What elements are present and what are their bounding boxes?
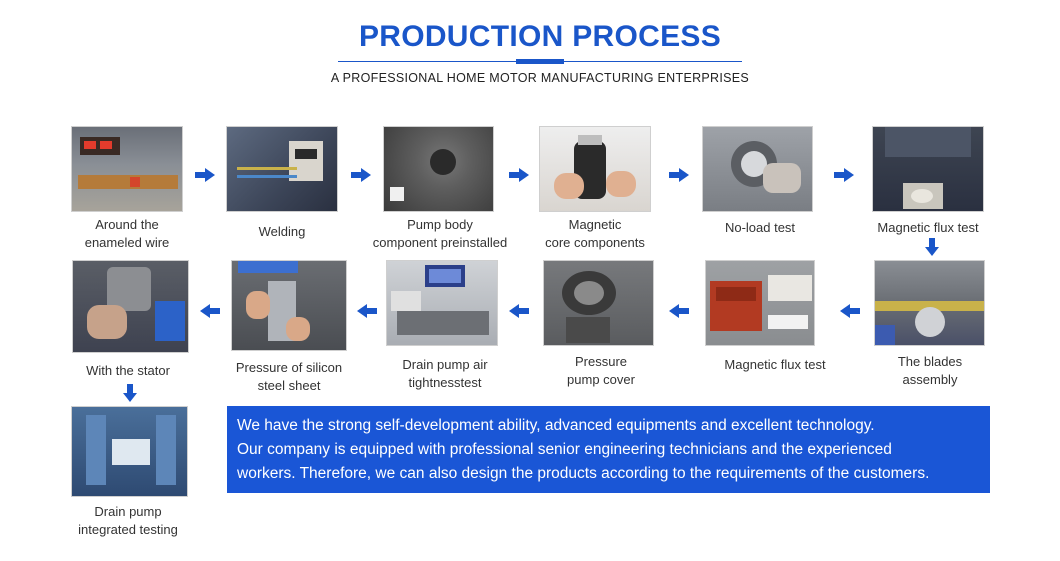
arrow-icon [509,304,529,318]
step-photo-flux-2 [705,260,815,346]
step-photo-no-load [702,126,813,212]
arrow-icon [925,238,939,256]
step-photo-pump-body [383,126,494,212]
arrow-icon [357,304,377,318]
step-photo-winding [71,126,183,212]
info-line: workers. Therefore, we can also design t… [237,465,930,482]
step-photo-air-tightness [386,260,498,346]
step-caption-welding: Welding [258,224,306,239]
step-caption-stator: With the stator [86,363,170,378]
arrow-icon [669,168,689,182]
arrow-icon [840,304,860,318]
step-photo-magnetic-core [539,126,651,212]
step-photo-pump-cover [543,260,654,346]
arrow-icon [195,168,215,182]
step-caption-flux-1: Magnetic flux test [877,220,979,235]
arrow-icon [509,168,529,182]
arrow-icon [669,304,689,318]
step-caption-no-load: No-load test [724,220,796,235]
info-line: We have the strong self-development abil… [237,417,875,434]
info-line: Our company is equipped with professiona… [237,441,892,458]
step-photo-stator [72,260,189,353]
title-accent-bar [516,59,564,64]
step-photo-integrated-testing [71,406,188,497]
arrow-icon [351,168,371,182]
step-caption-flux-2: Magnetic flux test [724,357,826,372]
step-photo-welding [226,126,338,212]
company-info-box: We have the strong self-development abil… [227,406,990,493]
step-photo-silicon-steel [231,260,347,351]
arrow-icon [834,168,854,182]
page-subtitle: A PROFESSIONAL HOME MOTOR MANUFACTURING … [330,71,750,85]
page-title: PRODUCTION PROCESS [358,20,722,53]
arrow-icon [123,384,137,402]
step-photo-blades [874,260,985,346]
step-photo-flux-1 [872,126,984,212]
arrow-icon [200,304,220,318]
